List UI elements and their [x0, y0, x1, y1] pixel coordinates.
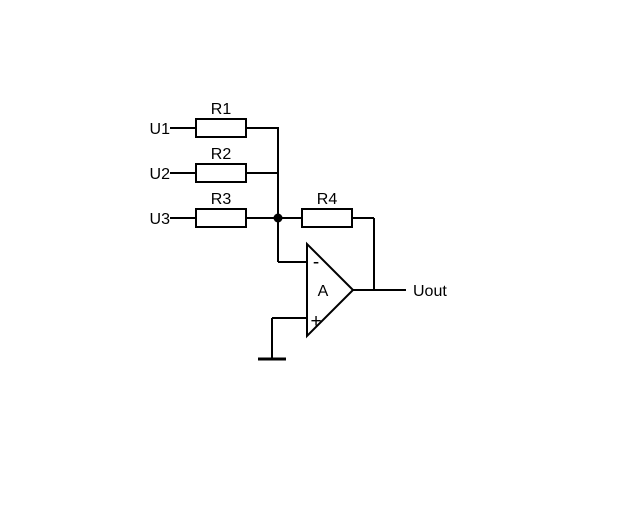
input-u1-label: U1 [150, 121, 171, 138]
opamp-triangle [306, 241, 355, 339]
resistor-r2-label: R2 [211, 146, 232, 163]
resistor-r3-label: R3 [211, 191, 232, 208]
output-label: Uout [413, 283, 447, 300]
input-u2-label: U2 [150, 166, 171, 183]
input-u3-label: U3 [150, 211, 171, 228]
resistor-r1-label: R1 [211, 101, 232, 118]
opamp-inverting-sign: - [313, 252, 319, 273]
resistor-r1-body [195, 118, 247, 138]
resistor-r4-label: R4 [317, 191, 338, 208]
resistor-r4-body [301, 208, 353, 228]
resistor-r3-body [195, 208, 247, 228]
opamp-gain-label: A [318, 283, 329, 300]
resistor-r2-body [195, 163, 247, 183]
opamp-noninverting-sign: + [310, 311, 321, 332]
